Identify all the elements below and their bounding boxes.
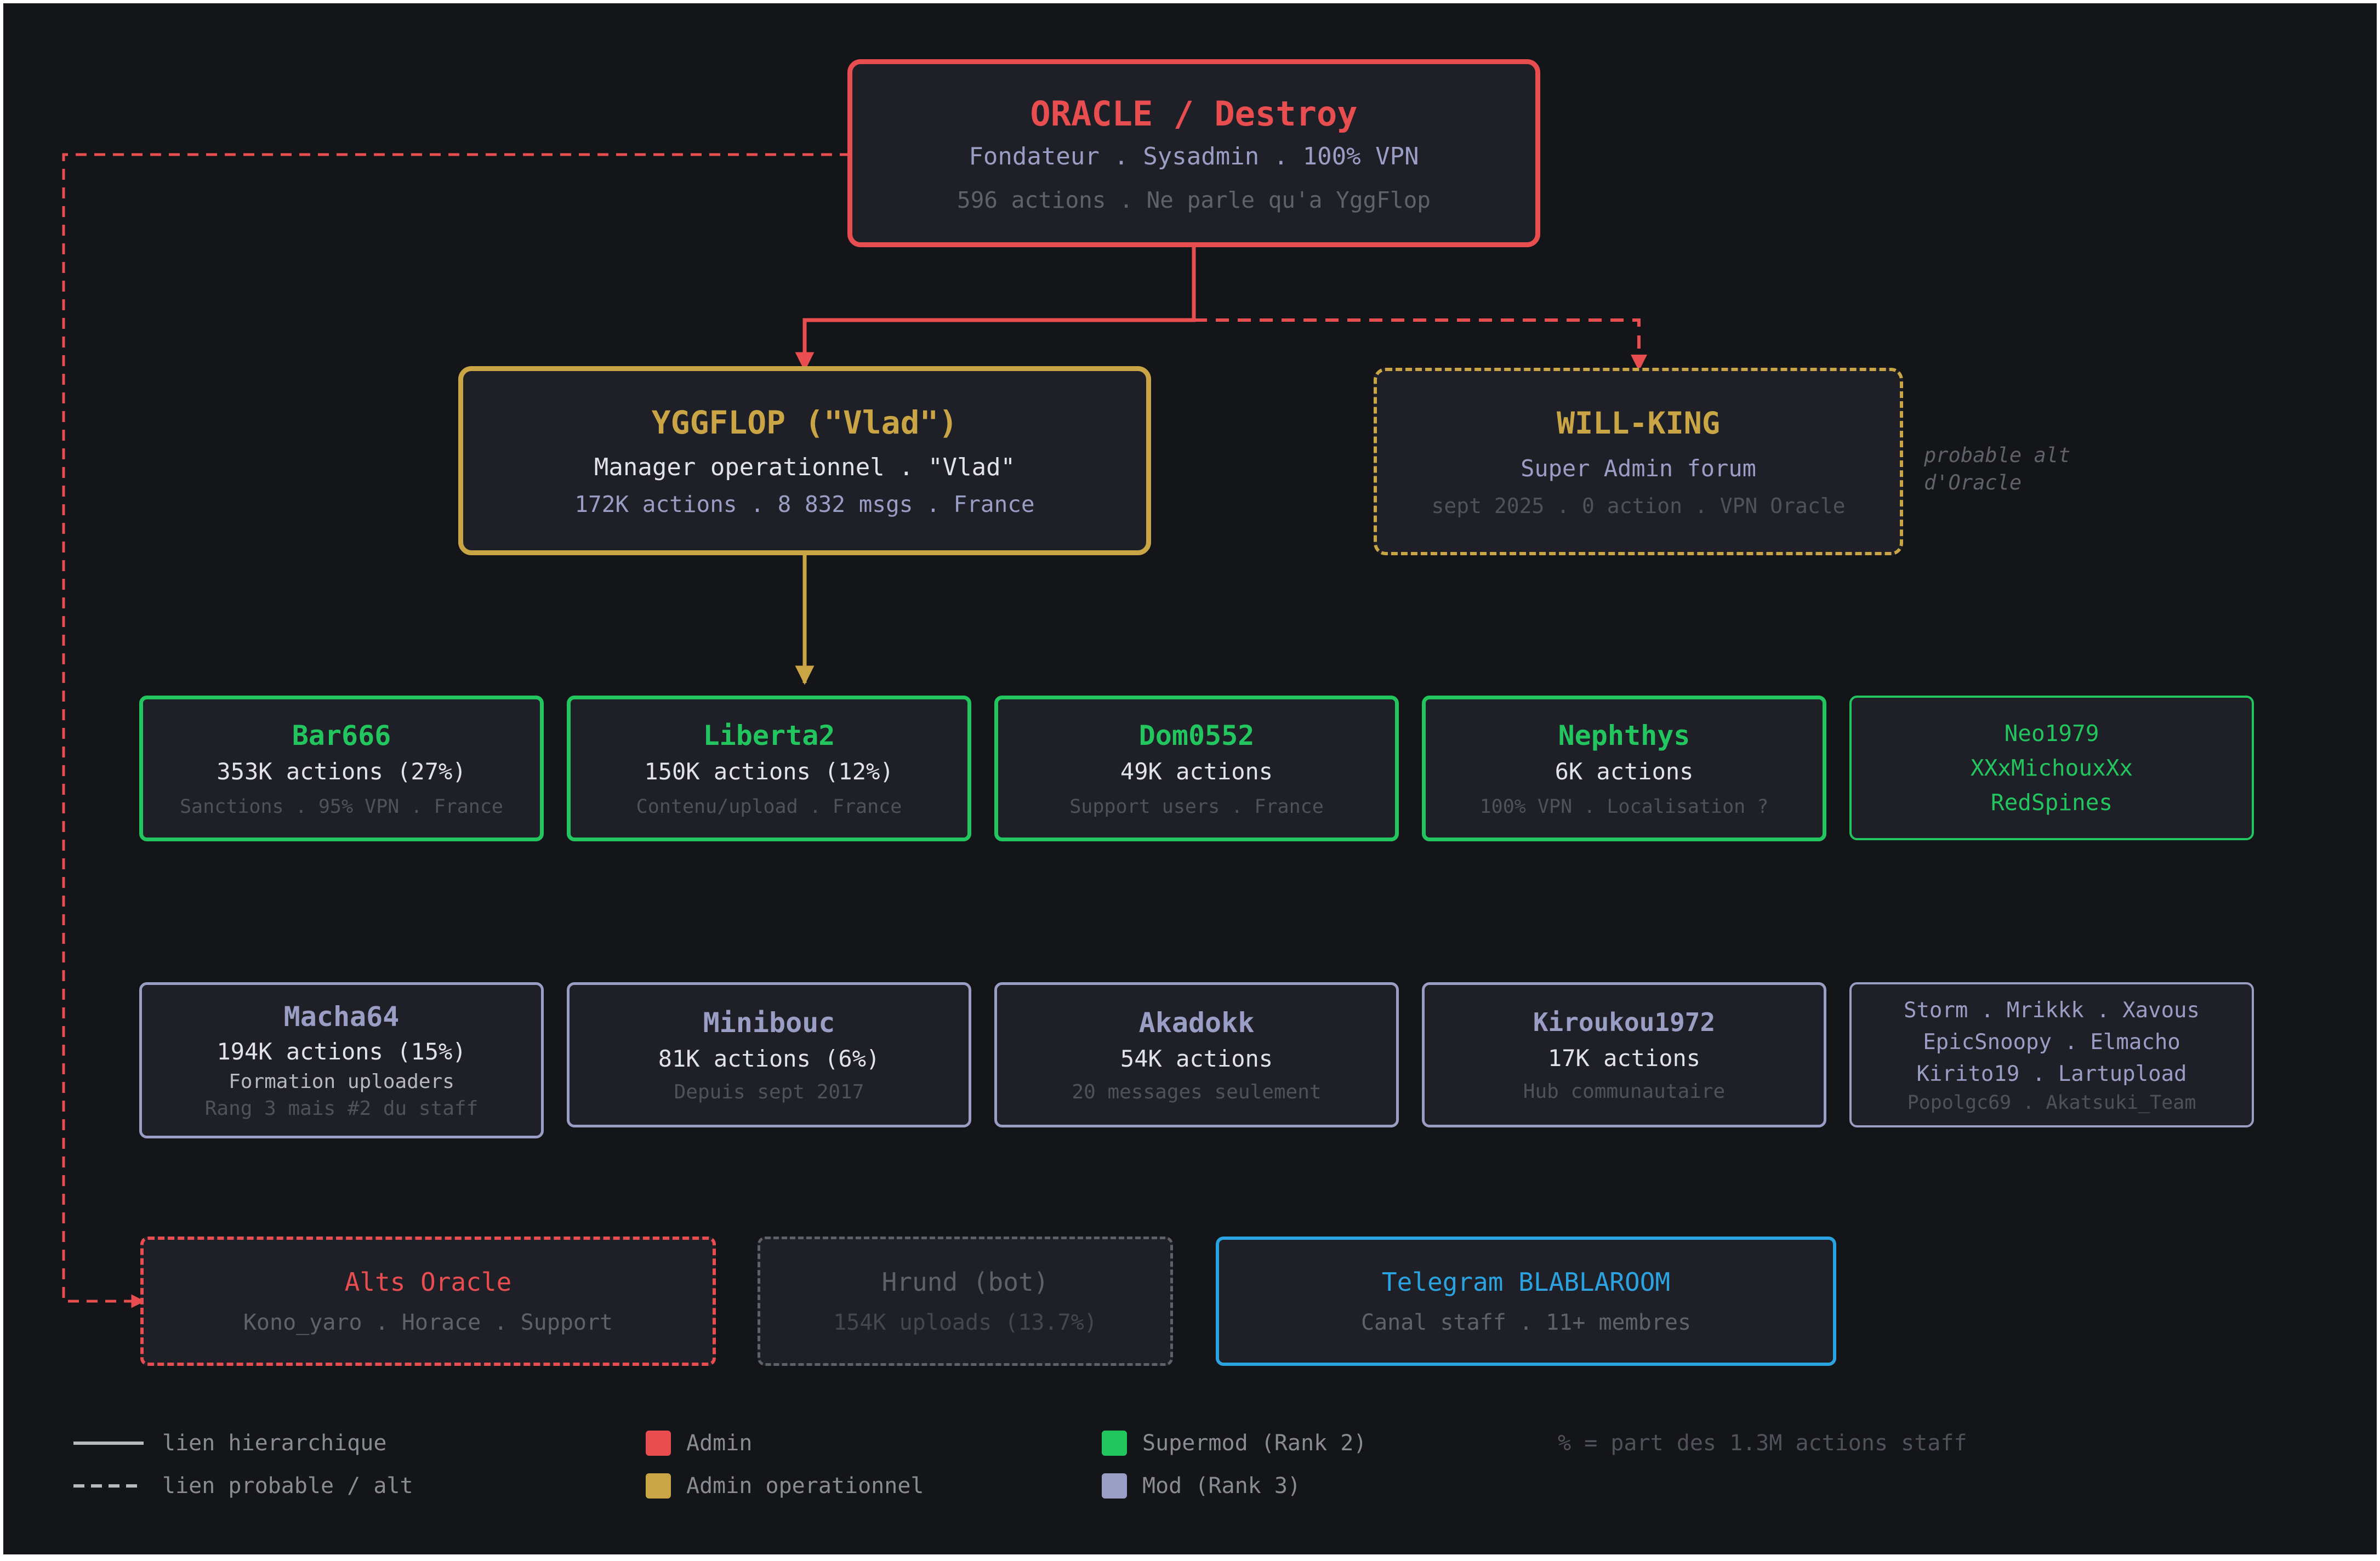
node-detail: Rang 3 mais #2 du staff <box>204 1097 479 1120</box>
node-title: Liberta2 <box>703 719 835 751</box>
legend-dashed-label: lien probable / alt <box>162 1473 413 1499</box>
legend-admin-swatch <box>646 1431 671 1456</box>
node-oracle: ORACLE / Destroy Fondateur . Sysadmin . … <box>847 59 1540 247</box>
willking-note: probable alt d'Oracle <box>1924 442 2070 497</box>
legend-supermod-label: Supermod (Rank 2) <box>1142 1431 1367 1456</box>
member-name: Neo1979 <box>2004 720 2099 747</box>
member-group: Storm . Mrikkk . Xavous <box>1903 998 2200 1023</box>
member-group: Popolgc69 . Akatsuki_Team <box>1907 1091 2196 1114</box>
note-line: probable alt <box>1924 443 2071 467</box>
node-mod-kiroukou1972: Kiroukou1972 17K actions Hub communautai… <box>1422 982 1826 1127</box>
legend-admin-op-swatch <box>646 1473 671 1499</box>
node-detail: 20 messages seulement <box>1072 1080 1322 1103</box>
node-stats: 596 actions . Ne parle qu'a YggFlop <box>957 186 1431 213</box>
node-supermod-dom0552: Dom0552 49K actions Support users . Fran… <box>994 696 1399 841</box>
node-stats: 150K actions (12%) <box>644 757 894 785</box>
node-title: WILL-KING <box>1556 405 1720 441</box>
link-oracle-to-willking <box>1194 318 1647 371</box>
node-role: Fondateur . Sysadmin . 100% VPN <box>969 142 1419 170</box>
node-title: Alts Oracle <box>344 1267 512 1297</box>
node-stats: sept 2025 . 0 action . VPN Oracle <box>1431 493 1846 518</box>
node-title: Hrund (bot) <box>881 1267 1049 1297</box>
node-mod-macha64: Macha64 194K actions (15%) Formation upl… <box>139 982 544 1138</box>
node-stats: 353K actions (27%) <box>217 757 466 785</box>
node-stats: 49K actions <box>1120 757 1273 785</box>
member-group: EpicSnoopy . Elmacho <box>1923 1029 2180 1055</box>
legend-mod-label: Mod (Rank 3) <box>1142 1473 1301 1499</box>
legend-mod-swatch <box>1102 1473 1127 1499</box>
legend-note: % = part des 1.3M actions staff <box>1558 1431 1967 1456</box>
legend-supermod-swatch <box>1102 1431 1127 1456</box>
link-oracle-to-yggflop <box>795 247 1196 372</box>
node-stats: 194K actions (15%) <box>217 1038 466 1065</box>
node-mod-minibouc: Minibouc 81K actions (6%) Depuis sept 20… <box>567 982 971 1127</box>
node-detail: Contenu/upload . France <box>636 795 902 818</box>
node-detail: Formation uploaders <box>229 1070 454 1093</box>
node-supermod-others: Neo1979 XXxMichouxXx RedSpines <box>1849 696 2254 840</box>
legend-solid-label: lien hierarchique <box>162 1431 387 1456</box>
node-stats: 6K actions <box>1555 757 1694 785</box>
node-stats: 81K actions (6%) <box>658 1045 880 1072</box>
node-title: Bar666 <box>292 719 391 751</box>
node-detail: Hub communautaire <box>1523 1080 1726 1103</box>
node-detail: Kono_yaro . Horace . Support <box>243 1310 613 1335</box>
node-title: Telegram BLABLAROOM <box>1381 1267 1671 1297</box>
node-mod-others: Storm . Mrikkk . Xavous EpicSnoopy . Elm… <box>1849 982 2254 1127</box>
node-title: YGGFLOP ("Vlad") <box>651 404 958 441</box>
node-title: Nephthys <box>1558 719 1690 751</box>
node-detail: 100% VPN . Localisation ? <box>1479 795 1769 818</box>
member-name: RedSpines <box>1990 789 2113 816</box>
node-detail: Sanctions . 95% VPN . France <box>179 795 503 818</box>
node-title: ORACLE / Destroy <box>1030 93 1358 134</box>
node-title: Dom0552 <box>1138 719 1255 751</box>
node-willking: WILL-KING Super Admin forum sept 2025 . … <box>1374 368 1903 555</box>
node-alts-oracle: Alts Oracle Kono_yaro . Horace . Support <box>140 1237 716 1366</box>
node-detail: Support users . France <box>1069 795 1324 818</box>
node-bot-hrund: Hrund (bot) 154K uploads (13.7%) <box>758 1237 1173 1366</box>
member-name: XXxMichouxXx <box>1970 754 2133 781</box>
legend-admin-label: Admin <box>686 1431 753 1456</box>
node-role: Manager operationnel . "Vlad" <box>594 453 1016 481</box>
node-stats: 172K actions . 8 832 msgs . France <box>574 491 1035 517</box>
node-yggflop: YGGFLOP ("Vlad") Manager operationnel . … <box>458 366 1151 555</box>
node-telegram: Telegram BLABLAROOM Canal staff . 11+ me… <box>1216 1237 1836 1366</box>
node-title: Akadokk <box>1138 1006 1255 1039</box>
node-mod-akadokk: Akadokk 54K actions 20 messages seulemen… <box>994 982 1399 1127</box>
node-role: Super Admin forum <box>1521 454 1756 482</box>
node-detail: Canal staff . 11+ membres <box>1360 1310 1692 1335</box>
node-detail: 154K uploads (13.7%) <box>833 1310 1097 1335</box>
node-detail: Depuis sept 2017 <box>674 1080 864 1103</box>
note-line: d'Oracle <box>1924 471 2022 494</box>
node-title: Minibouc <box>703 1006 835 1039</box>
node-title: Kiroukou1972 <box>1533 1007 1716 1037</box>
node-stats: 54K actions <box>1120 1045 1273 1072</box>
member-group: Kirito19 . Lartupload <box>1916 1061 2187 1086</box>
node-supermod-liberta2: Liberta2 150K actions (12%) Contenu/uplo… <box>567 696 971 841</box>
node-title: Macha64 <box>283 1001 400 1033</box>
legend-admin-op-label: Admin operationnel <box>686 1473 924 1499</box>
diagram-canvas: ORACLE / Destroy Fondateur . Sysadmin . … <box>3 3 2377 1554</box>
node-supermod-nephthys: Nephthys 6K actions 100% VPN . Localisat… <box>1422 696 1826 841</box>
node-supermod-bar666: Bar666 353K actions (27%) Sanctions . 95… <box>139 696 544 841</box>
node-stats: 17K actions <box>1547 1044 1701 1072</box>
